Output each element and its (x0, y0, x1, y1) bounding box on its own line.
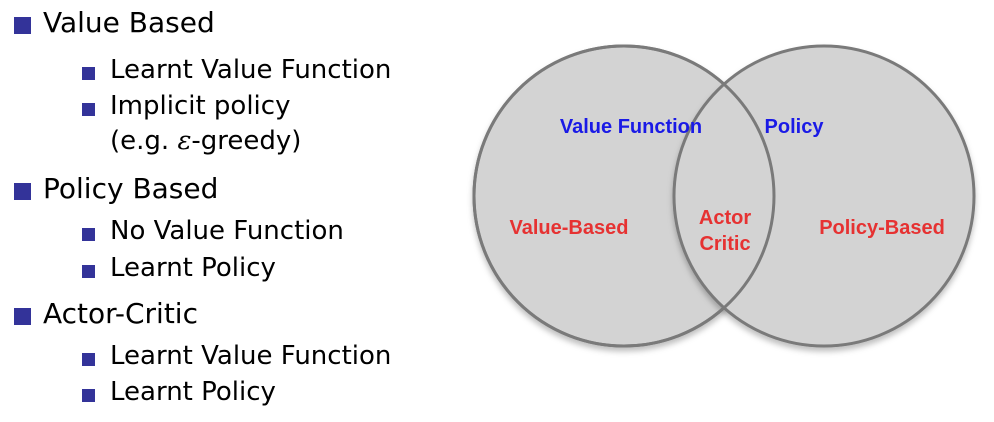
policy-based-region-label: Policy-Based (819, 217, 945, 239)
sub-bullet-label: Learnt Value Function (110, 341, 392, 371)
bullet-square-icon (82, 67, 95, 80)
epsilon-symbol: ε (177, 126, 192, 156)
bullet-label: Actor-Critic (43, 297, 198, 330)
sub-bullet-label: Learnt Policy (110, 253, 276, 283)
actor-critic-region-label-line1: Actor (699, 207, 751, 229)
bullet-square-icon (82, 389, 95, 402)
value-function-circle-outline (472, 44, 776, 348)
bullet-label: Policy Based (43, 172, 219, 205)
sub-bullet-label: Implicit policy (110, 91, 291, 121)
sub-bullet-label: Learnt Policy (110, 377, 276, 407)
bullet-square-icon (82, 265, 95, 278)
value-function-title: Value Function (560, 116, 702, 138)
policy-title: Policy (765, 116, 825, 138)
bullet-square-icon (82, 103, 95, 116)
sub-bullet-label: No Value Function (110, 216, 344, 246)
policy-circle (672, 44, 976, 348)
bullet-square-icon (82, 353, 95, 366)
bullet-square-icon (14, 183, 31, 200)
sub-bullet-continuation: (e.g. ε-greedy) (110, 126, 301, 156)
continuation-prefix: (e.g. (110, 126, 178, 156)
bullet-label: Value Based (43, 6, 215, 39)
value-based-region-label: Value-Based (510, 217, 629, 239)
actor-critic-region-label-line2: Critic (699, 233, 750, 255)
bullet-square-icon (82, 228, 95, 241)
continuation-suffix: -greedy) (191, 126, 302, 156)
bullet-square-icon (14, 308, 31, 325)
sub-bullet-label: Learnt Value Function (110, 55, 392, 85)
venn-diagram: Value Function Policy Value-Based Actor … (472, 44, 976, 348)
bullet-square-icon (14, 17, 31, 34)
